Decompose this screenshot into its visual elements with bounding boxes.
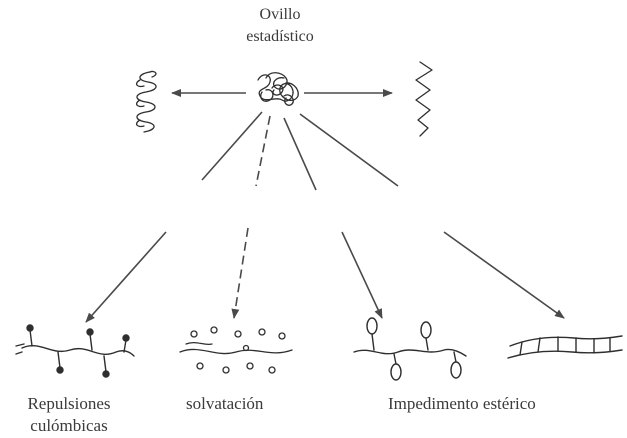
arrow-steric1-upper bbox=[283, 117, 317, 191]
title-line-2: estadístico bbox=[246, 28, 314, 45]
charged-chain-drawing bbox=[15, 324, 135, 378]
arrow-steric2-lower bbox=[443, 231, 565, 319]
repulsion-line-2: culómbicas bbox=[30, 416, 108, 435]
repulsion-line-1: Repulsiones bbox=[27, 394, 111, 413]
arrow-repulsion-upper bbox=[201, 111, 263, 181]
solvation-label: solvatación bbox=[186, 394, 264, 413]
arrow-solvation-upper bbox=[255, 115, 271, 187]
coil-drawing bbox=[257, 72, 299, 106]
coulomb-repulsion-label: Repulsiones culómbicas bbox=[14, 393, 124, 437]
arrow-repulsion-lower bbox=[85, 231, 167, 323]
solvated-chain-drawing bbox=[179, 326, 293, 374]
arrow-steric1-lower bbox=[341, 231, 383, 319]
bulky-chain-drawing bbox=[353, 317, 467, 381]
arrow-steric2-upper bbox=[299, 113, 399, 187]
zigzag-chain-drawing bbox=[415, 61, 433, 137]
statistical-coil-title: Ovillo estadístico bbox=[0, 4, 560, 48]
steric-hindrance-label: Impedimento estérico bbox=[388, 394, 536, 413]
arrow-solvation-lower bbox=[231, 227, 249, 319]
helix-drawing bbox=[135, 70, 157, 133]
title-line-1: Ovillo bbox=[259, 6, 301, 23]
ladder-chain-drawing bbox=[507, 335, 623, 359]
